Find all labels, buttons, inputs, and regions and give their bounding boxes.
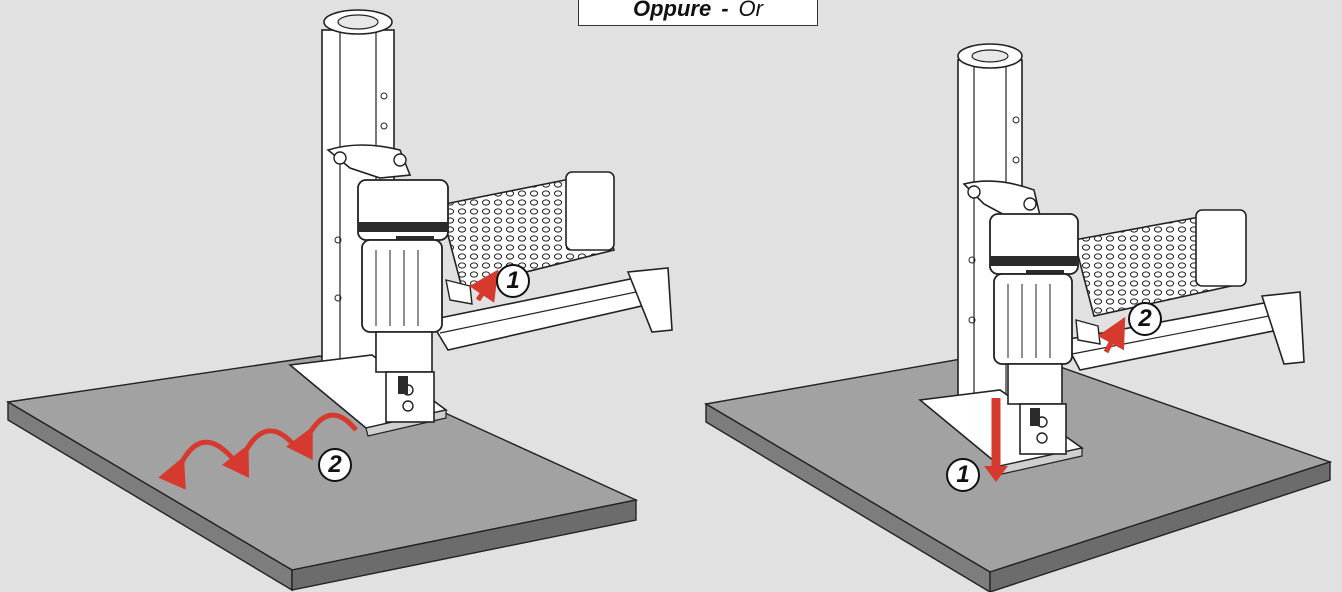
title-secondary: Or	[738, 0, 763, 21]
right-step-label-2: 2	[1128, 302, 1162, 336]
left-step-label-2: 2	[318, 448, 352, 482]
left-lever	[445, 279, 473, 305]
title-box: Oppure-Or	[578, 0, 818, 26]
right-figure	[704, 43, 1333, 592]
right-handle	[1073, 209, 1247, 317]
right-arrow-step-1	[984, 398, 1008, 482]
right-magazine	[1062, 291, 1305, 371]
title-separator: -	[721, 0, 729, 21]
left-handle	[439, 171, 616, 289]
left-head	[357, 179, 449, 423]
title-primary: Oppure	[632, 0, 712, 21]
left-figure	[5, 9, 673, 592]
left-arm	[326, 144, 412, 179]
left-magazine	[428, 267, 673, 351]
right-arrow-step-2	[1097, 316, 1126, 354]
left-arrow-step-1	[469, 269, 499, 303]
right-step-label-1: 1	[946, 458, 980, 492]
left-step-label-1: 1	[496, 264, 530, 298]
left-arrows-step-2	[158, 412, 358, 490]
right-lever	[1075, 319, 1101, 345]
right-head	[989, 213, 1079, 455]
